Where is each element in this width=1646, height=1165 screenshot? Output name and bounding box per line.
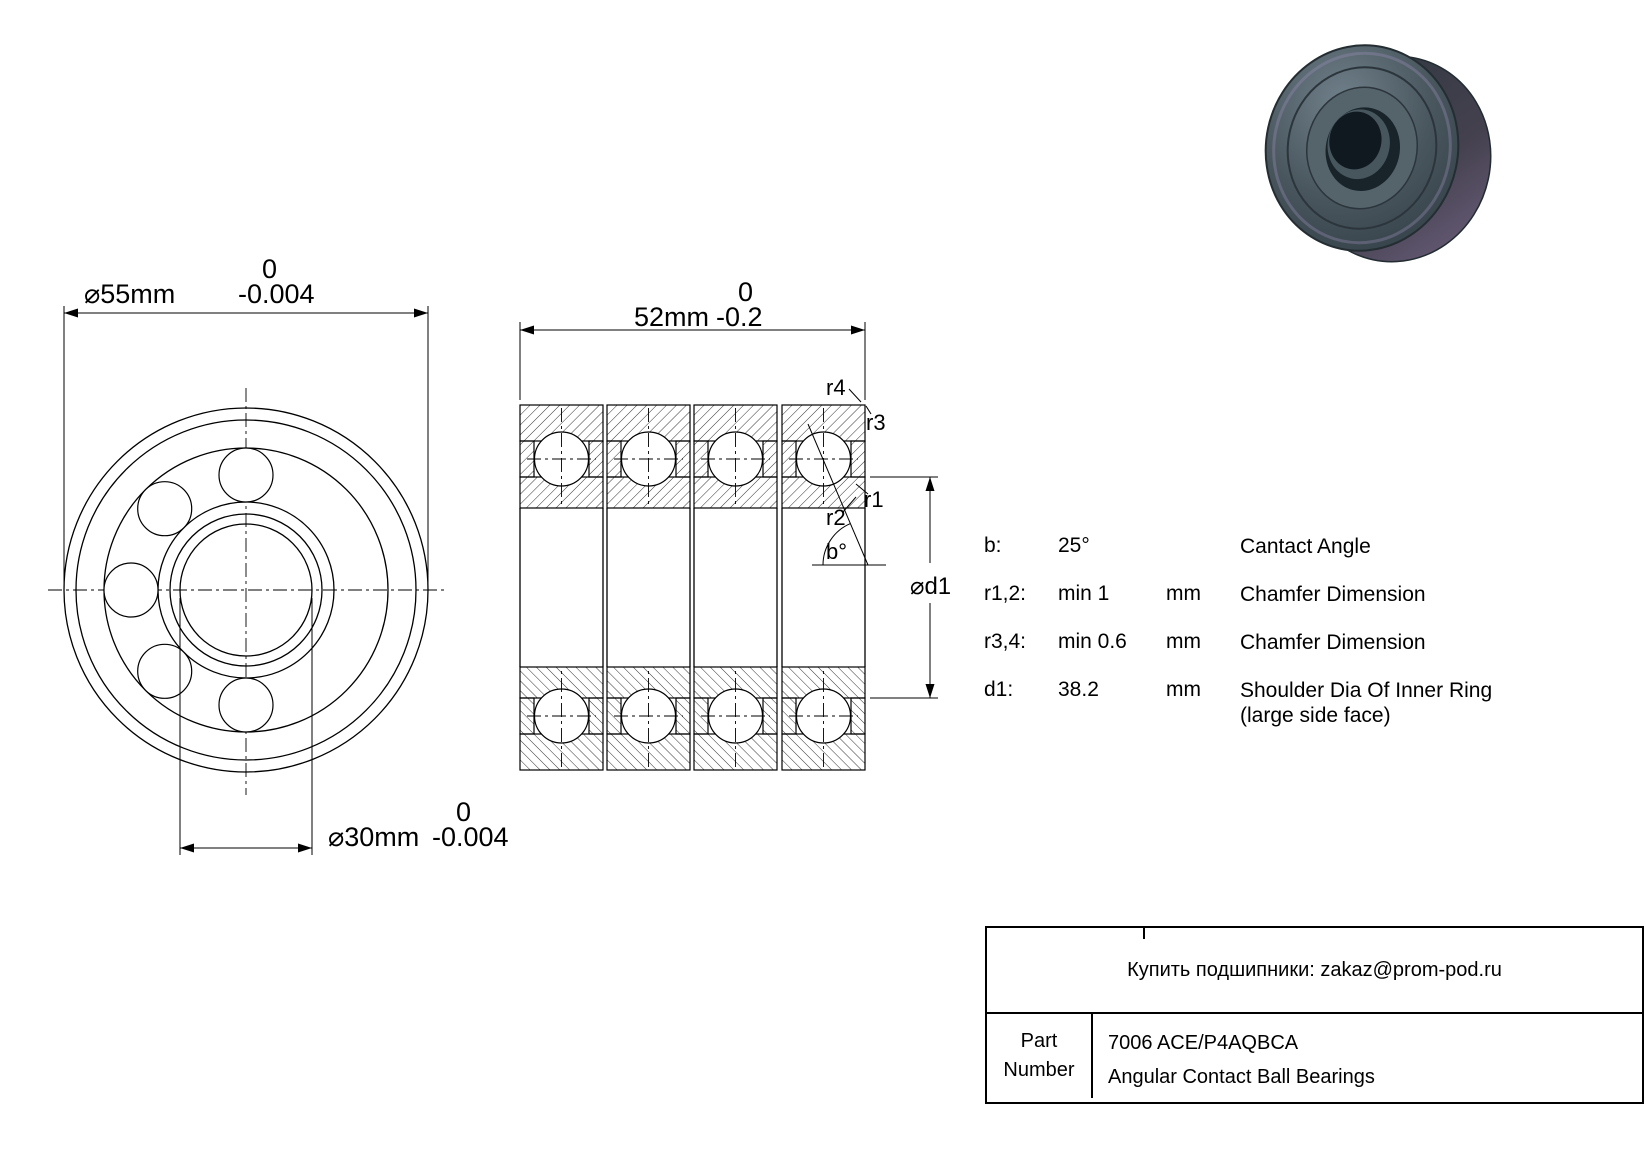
bore-tolerance-upper: 0 xyxy=(456,797,471,827)
bore-tolerance-lower: -0.004 xyxy=(432,822,509,852)
spec-value: 25° xyxy=(1058,534,1090,557)
bearing-ball xyxy=(103,562,159,618)
bearing-ball xyxy=(218,447,274,503)
spec-description-line2: (large side face) xyxy=(1240,704,1391,727)
contact-text: Купить подшипники: zakaz@prom-pod.ru xyxy=(1127,958,1502,981)
bearing-unit-top xyxy=(519,404,604,509)
part-number-label-cell: Part Number xyxy=(987,1014,1093,1098)
spec-description-line1: Chamfer Dimension xyxy=(1240,631,1426,654)
bearing-type: Angular Contact Ball Bearings xyxy=(1108,1066,1375,1088)
r4-label: r4 xyxy=(826,375,846,400)
leader-line xyxy=(842,496,857,513)
width-label: 52mm xyxy=(634,302,709,332)
part-row: Part Number 7006 ACE/P4AQBCA Angular Con… xyxy=(987,1014,1642,1098)
r3-label: r3 xyxy=(866,410,886,435)
spec-key: r3,4: xyxy=(984,630,1027,653)
bore-dimension: ⌀30mm 0 -0.004 xyxy=(179,598,509,855)
arrowhead xyxy=(851,325,865,335)
bore-circle xyxy=(179,523,313,657)
bearing-photo-sheen xyxy=(1272,51,1452,245)
spec-description: Chamfer Dimension xyxy=(1240,582,1426,607)
bearing-unit-bottom xyxy=(519,666,604,771)
arrowhead xyxy=(298,843,312,853)
spec-description: Cantact Angle xyxy=(1240,534,1371,559)
bearing-unit-top xyxy=(693,404,778,509)
part-number-cell: 7006 ACE/P4AQBCA Angular Contact Ball Be… xyxy=(1093,1014,1642,1098)
contact-angle-line xyxy=(807,423,869,566)
od-tolerance-upper: 0 xyxy=(262,254,277,284)
footer-table: Купить подшипники: zakaz@prom-pod.ru Par… xyxy=(985,926,1644,1104)
table-tick-mark xyxy=(1143,928,1145,939)
width-dimension: 52mm 0 -0.2 xyxy=(519,277,866,400)
part-label-line1: Part xyxy=(1020,1030,1058,1052)
d1-label: ⌀d1 xyxy=(910,573,951,600)
spec-value: min 1 xyxy=(1058,582,1110,605)
spec-table: b: 25° Cantact Angle r1,2: min 1 mm Cham… xyxy=(984,534,1646,728)
contact-angle-annotation: b° xyxy=(807,423,886,566)
arrowhead xyxy=(925,477,935,491)
spec-unit: mm xyxy=(1166,678,1201,701)
spec-key: r1,2: xyxy=(984,582,1027,605)
arrowhead xyxy=(64,308,78,318)
chamfer-annotations: r4 r3 r1 r2 xyxy=(826,375,886,530)
bore-label: ⌀30mm xyxy=(328,822,419,852)
d1-dimension: ⌀d1 xyxy=(870,476,951,699)
spec-description-line1: Cantact Angle xyxy=(1240,535,1371,558)
spec-unit: mm xyxy=(1166,630,1201,653)
outer-diameter-circle xyxy=(63,407,429,773)
spec-description-line1: Shoulder Dia Of Inner Ring xyxy=(1240,679,1493,702)
spec-key: b: xyxy=(984,534,1002,557)
spec-value: 38.2 xyxy=(1058,678,1099,701)
arrowhead xyxy=(520,325,534,335)
spec-key: d1: xyxy=(984,678,1014,701)
spec-description: Shoulder Dia Of Inner Ring (large side f… xyxy=(1240,678,1492,728)
bearing-ball xyxy=(137,481,193,537)
inner-ring-shoulder-circle xyxy=(169,513,323,667)
part-label-line2: Number xyxy=(1003,1059,1075,1081)
bearing-photo-bore-hole xyxy=(1329,111,1382,170)
contact-angle-label: b° xyxy=(826,539,847,564)
spec-row-chamfer-r34: r3,4: min 0.6 mm Chamfer Dimension xyxy=(984,630,1646,678)
inner-ring-bore-lines xyxy=(519,508,866,667)
leader-line xyxy=(848,388,862,403)
spec-value: min 0.6 xyxy=(1058,630,1127,653)
spec-row-contact-angle: b: 25° Cantact Angle xyxy=(984,534,1646,582)
part-number: 7006 ACE/P4AQBCA xyxy=(1108,1032,1299,1054)
r2-label: r2 xyxy=(826,505,846,530)
bearing-unit-top xyxy=(781,404,866,509)
od-dimension: ⌀55mm 0 -0.004 xyxy=(63,254,429,584)
bearing-unit-bottom xyxy=(693,666,778,771)
leader-line xyxy=(865,405,872,415)
bearing-unit-bottom xyxy=(606,666,691,771)
angle-arc xyxy=(822,523,851,566)
section-view: 52mm 0 -0.2 r4 r3 r1 r2 b° xyxy=(519,277,951,771)
arrowhead xyxy=(414,308,428,318)
od-tolerance-lower: -0.004 xyxy=(238,279,315,309)
outer-ring-edge-circle xyxy=(75,419,417,761)
spec-description: Chamfer Dimension xyxy=(1240,630,1426,655)
front-view: ⌀55mm 0 -0.004 ⌀30mm 0 -0.004 xyxy=(48,254,509,855)
r1-label: r1 xyxy=(864,487,884,512)
arrowhead xyxy=(180,843,194,853)
spec-unit: mm xyxy=(1166,582,1201,605)
bearing-photo xyxy=(1264,44,1492,263)
bearing-unit-bottom xyxy=(781,666,866,771)
contact-row: Купить подшипники: zakaz@prom-pod.ru xyxy=(987,928,1642,1014)
bearing-ball xyxy=(218,677,274,733)
arrowhead xyxy=(925,684,935,698)
width-tolerance-upper: 0 xyxy=(738,277,753,307)
od-label: ⌀55mm xyxy=(84,279,175,309)
spec-row-shoulder-dia: d1: 38.2 mm Shoulder Dia Of Inner Ring (… xyxy=(984,678,1646,728)
bearing-unit-top xyxy=(606,404,691,509)
width-tolerance-lower: -0.2 xyxy=(716,302,763,332)
leader-line xyxy=(855,483,869,495)
spec-row-chamfer-r12: r1,2: min 1 mm Chamfer Dimension xyxy=(984,582,1646,630)
bearing-ball xyxy=(137,643,193,699)
spec-description-line1: Chamfer Dimension xyxy=(1240,583,1426,606)
